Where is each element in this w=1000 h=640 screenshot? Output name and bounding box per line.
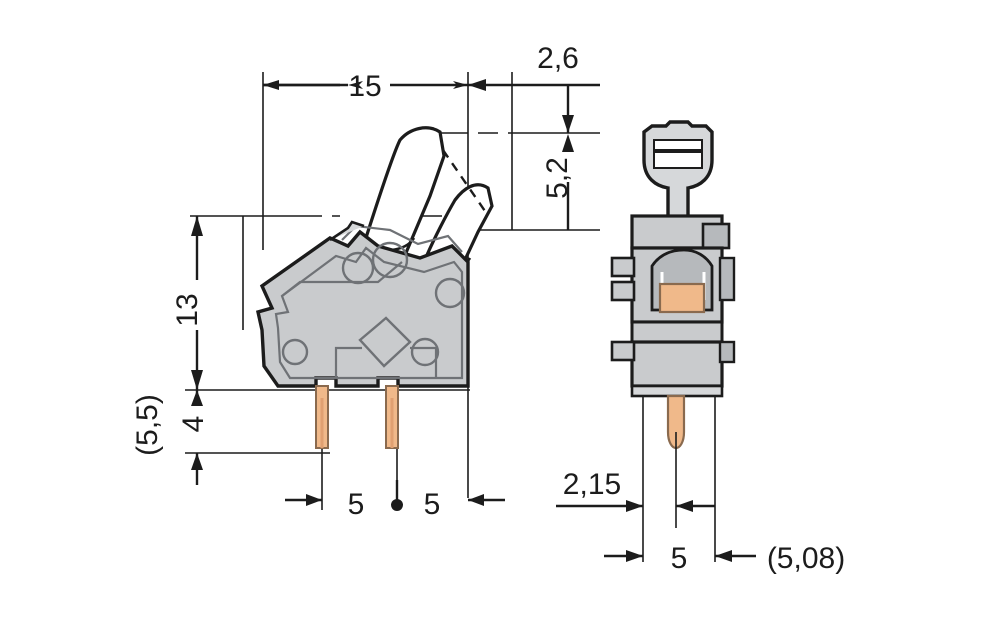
dimension-label-width-15: 15 (348, 70, 381, 103)
dimension-width-15: 15 (263, 70, 468, 103)
front-ear-left-lower (610, 280, 636, 302)
front-housing-upper-right-tab (701, 222, 731, 250)
dimension-height-55: (5,5) (131, 394, 164, 456)
front-housing-lower (630, 340, 724, 388)
front-lever-cap (642, 120, 714, 220)
dimension-label-pin-length-4: 4 (177, 416, 210, 433)
boss-circle-5 (410, 337, 440, 367)
front-lever-slot-lower (653, 151, 703, 169)
front-view-component (610, 120, 736, 450)
housing-shoulder-tab (329, 220, 365, 242)
front-conductor (658, 282, 706, 314)
dimension-label-offset-215: 2,15 (563, 468, 621, 501)
front-housing-divider (630, 320, 724, 344)
dimension-pitch-front: 5 (5,08) (604, 542, 845, 575)
boss-circle-3 (434, 277, 466, 309)
dimension-pitch-bottom: 5 5 (285, 480, 505, 521)
dimension-height-52: 5,2 (541, 85, 574, 230)
housing-internal-ledge (281, 261, 403, 297)
dimension-label-height-55: (5,5) (131, 394, 164, 456)
dimension-height-13: 13 (171, 216, 204, 390)
front-ear-left-bottom (610, 340, 636, 362)
front-ear-right (718, 256, 736, 302)
dimension-label-offset-26: 2,6 (537, 42, 579, 75)
front-housing-base (630, 384, 724, 398)
front-lever-slot-upper (653, 139, 703, 151)
diamond-marking (358, 316, 412, 368)
diamond-frame-lines (334, 346, 438, 378)
dimension-label-pitch-5-right: 5 (424, 488, 441, 521)
front-ear-right-bottom (718, 340, 736, 364)
boss-circle-1 (341, 251, 375, 285)
housing-inner-outline (274, 246, 464, 380)
side-view-component (255, 126, 494, 449)
boss-circle-2 (371, 241, 409, 279)
dimension-label-pitch-508: (5,08) (767, 542, 845, 575)
dimension-pin-length-4: 4 (177, 390, 210, 485)
dimension-offset-26: 2,6 (468, 42, 600, 91)
dimension-label-height-52: 5,2 (541, 157, 574, 199)
dimension-offset-215: 2,15 (556, 468, 715, 512)
construction-line-dashed (442, 149, 488, 215)
dimension-label-height-13: 13 (171, 293, 204, 326)
dimension-label-pitch-5-front: 5 (671, 542, 688, 575)
boss-circle-4 (281, 338, 309, 366)
front-view-extension-lines (642, 396, 716, 562)
dimension-label-pitch-5-left: 5 (348, 488, 365, 521)
front-ear-left-upper (610, 256, 636, 278)
